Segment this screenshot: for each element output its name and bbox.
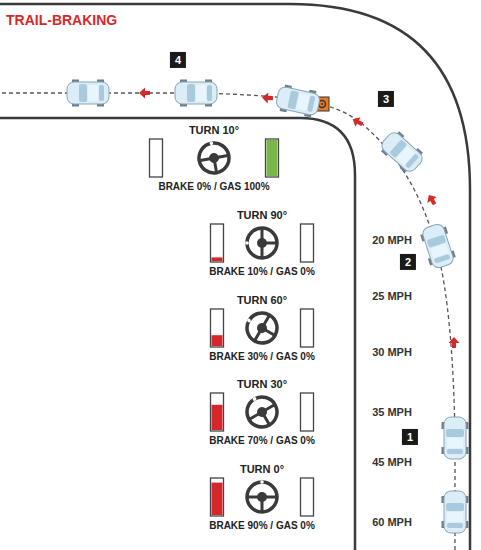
brake-fill	[212, 405, 223, 430]
gas-bar	[266, 139, 279, 177]
callout-number: 4	[170, 52, 186, 68]
turn-angle: TURN 60°	[237, 294, 287, 306]
pedal-reading: BRAKE 30% / GAS 0%	[209, 351, 315, 362]
direction-arrow	[424, 192, 439, 207]
gas-bar	[301, 393, 314, 431]
turn-angle: TURN 0°	[240, 463, 284, 475]
brake-bar	[150, 139, 163, 177]
pedal-gauge	[150, 139, 279, 177]
turn-angle: TURN 90°	[237, 209, 287, 221]
turn-angle: TURN 30°	[237, 378, 287, 390]
road-inner-edge	[0, 118, 355, 550]
gas-fill	[302, 261, 313, 262]
gas-bar	[301, 478, 314, 516]
gas-fill	[302, 515, 313, 516]
brake-fill	[151, 176, 162, 177]
speed-label: 30 MPH	[372, 346, 412, 358]
callout-number: 3	[378, 91, 394, 107]
gas-bar	[301, 309, 314, 347]
pedal-reading: BRAKE 90% / GAS 0%	[209, 520, 315, 531]
brake-bar	[211, 478, 224, 516]
steering-wheel	[196, 139, 231, 176]
brake-fill	[212, 257, 223, 261]
pedal-gauge	[211, 390, 314, 433]
direction-arrow	[350, 114, 365, 129]
direction-arrow	[139, 88, 150, 99]
pedal-gauge	[211, 307, 314, 349]
speed-label: 45 MPH	[372, 456, 412, 468]
car	[442, 417, 469, 459]
pedal-gauge	[211, 224, 314, 262]
steering-wheel	[245, 228, 277, 258]
title: TRAIL-BRAKING	[6, 12, 117, 28]
callout-number: 1	[402, 429, 418, 445]
driving-line	[0, 93, 455, 550]
gas-fill	[267, 140, 278, 176]
brake-fill	[212, 335, 223, 346]
gas-fill	[302, 430, 313, 431]
car	[419, 222, 458, 270]
speed-label: 60 MPH	[372, 516, 412, 528]
brake-fill	[212, 483, 223, 515]
gas-fill	[302, 346, 313, 347]
road-outer-edge	[0, 4, 470, 550]
pedal-reading: BRAKE 70% / GAS 0%	[209, 435, 315, 446]
brake-bar	[211, 309, 224, 347]
steering-wheel	[241, 390, 283, 433]
car	[175, 80, 217, 107]
brake-bar	[211, 224, 224, 262]
pedal-reading: BRAKE 10% / GAS 0%	[209, 266, 315, 277]
car	[442, 491, 469, 533]
direction-arrow	[449, 337, 460, 348]
speed-label: 35 MPH	[372, 406, 412, 418]
car	[67, 80, 109, 107]
steering-wheel	[247, 480, 277, 512]
callout-number: 2	[400, 254, 416, 270]
pedal-gauge	[211, 478, 314, 516]
speed-label: 20 MPH	[372, 234, 412, 246]
steering-wheel	[240, 307, 283, 349]
direction-arrow	[262, 92, 274, 104]
turn-angle: TURN 10°	[189, 124, 239, 136]
pedal-reading: BRAKE 0% / GAS 100%	[158, 181, 269, 192]
car	[377, 128, 426, 176]
gas-bar	[301, 224, 314, 262]
speed-label: 25 MPH	[372, 290, 412, 302]
brake-bar	[211, 393, 224, 431]
car	[275, 83, 322, 118]
